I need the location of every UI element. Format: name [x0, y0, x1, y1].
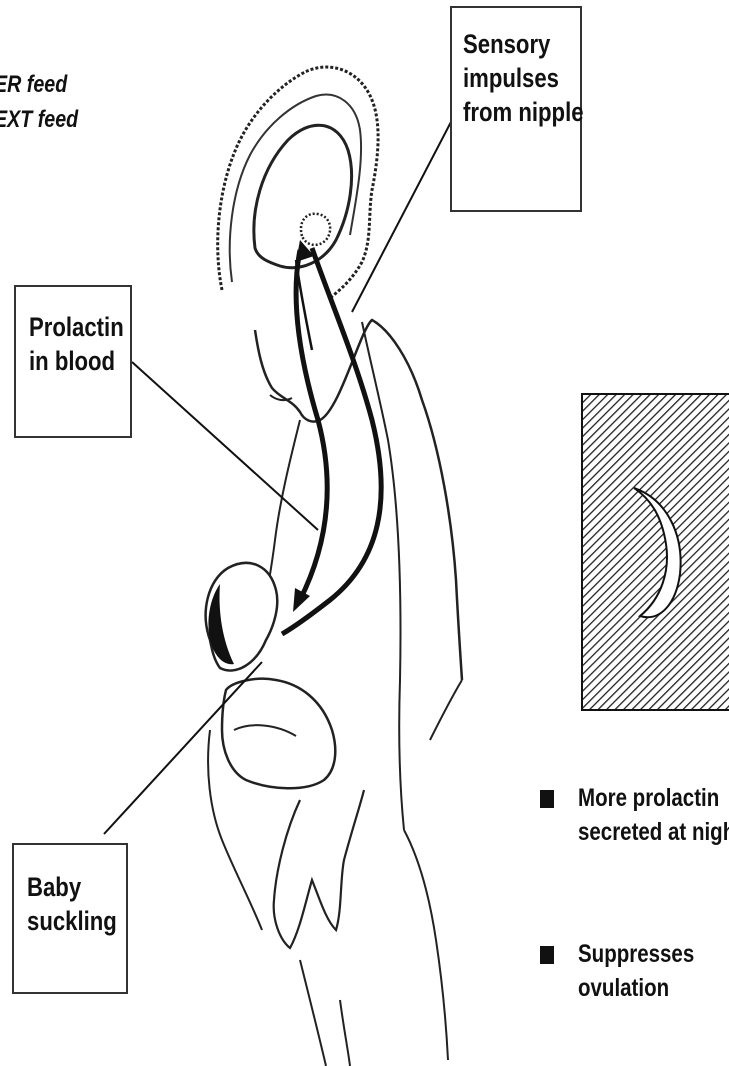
prolactin-line-2: in blood [29, 345, 124, 379]
baby-suckling-label-box: Baby suckling [12, 843, 128, 994]
sensory-line-2: impulses [463, 62, 584, 96]
sensory-line-3: from nipple [463, 96, 584, 130]
cropped-feed-text: ER feed EXT feed [0, 68, 78, 138]
baby-line-1: Baby [27, 871, 117, 905]
bullet-square-icon [540, 946, 554, 964]
prolactin-label: Prolactin in blood [29, 311, 124, 379]
sensory-impulses-label: Sensory impulses from nipple [463, 28, 584, 129]
leader-sensory [352, 120, 452, 312]
prolactin-pathway-arrow [296, 250, 327, 600]
prolactin-line-1: Prolactin [29, 311, 124, 345]
baby-suckling-label: Baby suckling [27, 871, 117, 939]
leader-baby [104, 662, 262, 834]
night-note-line-2: secreted at night [578, 818, 729, 846]
night-note-line-1: More prolactin [578, 784, 719, 812]
mother-torso [320, 320, 462, 680]
pituitary [301, 214, 330, 245]
feed-line-1: ER feed [0, 71, 67, 98]
prolactin-label-box: Prolactin in blood [14, 285, 132, 438]
leader-prolactin [132, 362, 318, 530]
night-panel [582, 394, 729, 710]
baby-body [222, 679, 335, 789]
sensory-impulses-label-box: Sensory impulses from nipple [450, 6, 582, 212]
feed-line-2: EXT feed [0, 106, 78, 133]
ovulation-note-line-1: Suppresses [578, 940, 694, 968]
bullet-square-icon [540, 790, 554, 808]
sensory-line-1: Sensory [463, 28, 584, 62]
ovulation-note: Suppresses ovulation [578, 938, 694, 1006]
ovulation-note-line-2: ovulation [578, 974, 669, 1002]
night-note: More prolactin secreted at night [578, 782, 729, 850]
baby-line-2: suckling [27, 905, 117, 939]
mother-hand [274, 790, 364, 948]
